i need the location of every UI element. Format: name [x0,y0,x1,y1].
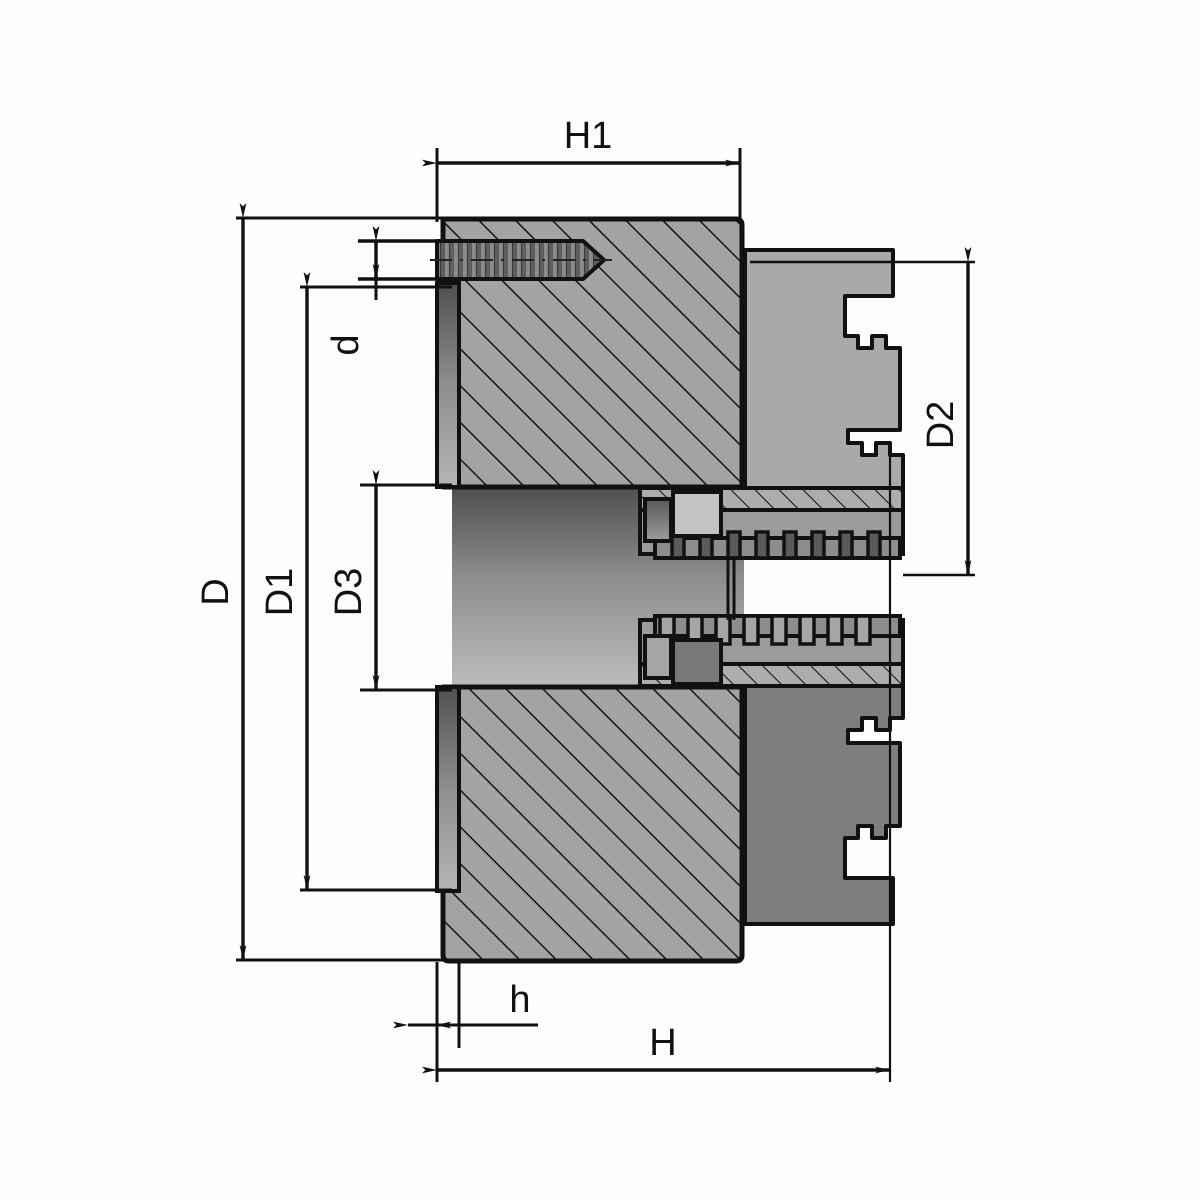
dimension-H1 [422,148,742,222]
dim-label-h: h [509,979,530,1021]
dimension-H [422,455,892,1082]
mounting-flange-upper [435,281,461,489]
dimension-D [236,203,446,962]
dim-label-D2: D2 [920,401,962,450]
dimension-h [393,962,538,1048]
dim-label-D1: D1 [259,568,301,617]
jaw-lower-body [743,684,905,926]
dim-label-D: D [195,578,237,605]
dimension-labels: H1 D D1 D3 d D2 h H [195,115,962,1064]
dimension-layer [236,148,975,1082]
mounting-flange-lower [435,685,461,893]
dimension-D3 [360,470,452,692]
dim-label-d: d [325,334,367,355]
dim-label-H1: H1 [564,115,613,157]
dim-label-H: H [649,1022,676,1064]
dimension-D2 [750,247,975,577]
dim-label-D3: D3 [328,568,370,617]
jaw-upper-body [743,248,905,490]
pinion-shaft-lower [643,634,673,680]
pinion-block-upper [671,490,723,538]
chuck-assembly [430,216,905,964]
pinion-block-lower [671,638,723,686]
dimension-d [358,226,441,300]
chuck-body-lower [440,684,745,964]
rack-upper-teeth [653,530,902,560]
pinion-shaft-upper [643,497,673,543]
